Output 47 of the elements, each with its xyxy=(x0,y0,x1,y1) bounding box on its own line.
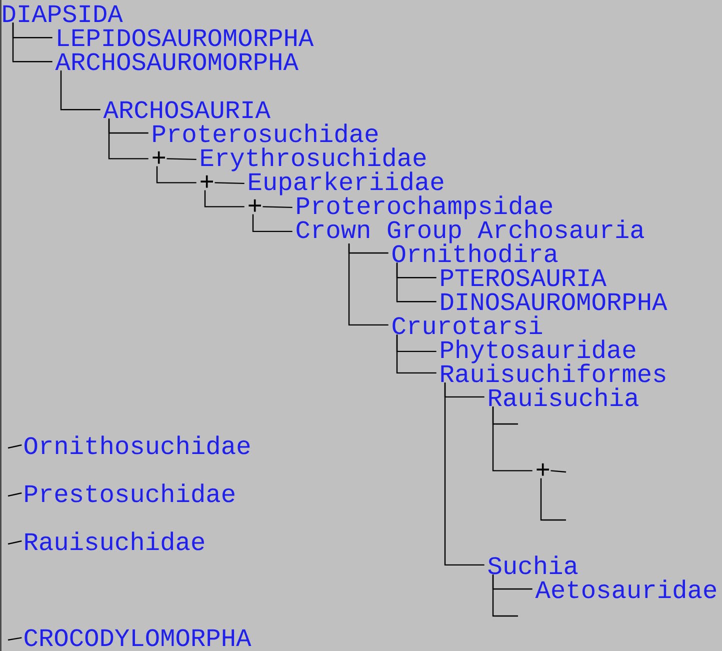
tree-line xyxy=(8,637,22,641)
plus-sign: + xyxy=(536,463,549,476)
taxon-name: Ornithosuchidae xyxy=(24,436,250,454)
tree-line xyxy=(12,22,52,62)
taxon-name: Aetosauridae xyxy=(535,580,716,598)
tree-line xyxy=(8,540,22,545)
taxon-name: ARCHOSAUROMORPHA xyxy=(55,53,298,70)
taxon-name: LEPIDOSAUROMORPHA xyxy=(58,29,314,46)
taxon-name: Erythrosuchidae xyxy=(201,148,426,172)
taxon-name: Rauisuchidae xyxy=(25,532,204,550)
tree-line xyxy=(252,214,292,232)
taxon-name: ARCHOSAURIA xyxy=(103,101,270,118)
tree-line xyxy=(492,406,532,472)
taxon-name: Suchia xyxy=(488,556,578,574)
tree-line xyxy=(444,382,484,566)
tree-line xyxy=(166,158,196,160)
taxon-name: Rauisuchia xyxy=(489,388,638,406)
tree-line xyxy=(348,244,388,326)
tree-line xyxy=(204,190,244,208)
taxon-name: DIAPSIDA xyxy=(3,5,123,22)
tree-line xyxy=(396,334,436,374)
taxon-name: Euparkeriidae xyxy=(249,172,444,196)
tree-line xyxy=(396,262,436,302)
taxon-name: CROCODYLOMORPHA xyxy=(24,629,252,646)
taxon-name: Crown Group Archosauria xyxy=(296,220,644,244)
taxon-name: Crurotarsi xyxy=(392,316,542,334)
taxon-name: DINOSAUROMORPHA xyxy=(441,293,668,310)
taxon-name: Ornithodira xyxy=(392,244,558,262)
tree-line xyxy=(492,574,518,617)
tree-line xyxy=(540,478,566,521)
tree-line xyxy=(108,118,148,160)
tree-line xyxy=(550,470,566,473)
tree-line xyxy=(8,444,22,449)
tree-line xyxy=(214,182,244,184)
tree-line xyxy=(262,206,292,208)
taxon-name: Rauisuchiformes xyxy=(441,364,666,382)
taxon-name: PTEROSAURIA xyxy=(441,269,606,286)
plus-sign: + xyxy=(200,175,213,188)
tree-line xyxy=(8,492,22,497)
taxon-name: Phytosauridae xyxy=(441,340,636,364)
taxon-name: Proterosuchidae xyxy=(153,124,378,142)
taxon-name: Prestosuchidae xyxy=(25,484,234,502)
tree-line xyxy=(60,70,100,110)
plus-sign: + xyxy=(152,151,165,164)
plus-sign: + xyxy=(248,199,261,212)
taxon-name: Proterochampsidae xyxy=(297,196,552,220)
tree-line xyxy=(156,166,196,184)
